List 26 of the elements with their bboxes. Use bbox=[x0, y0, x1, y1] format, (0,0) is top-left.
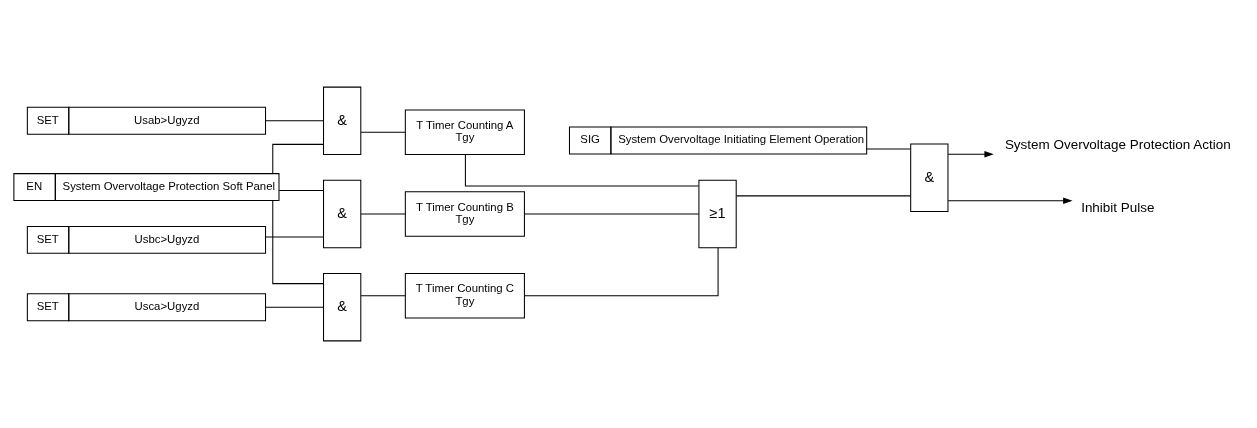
connector bbox=[272, 143, 324, 175]
connector bbox=[735, 195, 912, 197]
node-box: & bbox=[323, 86, 362, 155]
node-text: Inhibit Pulse bbox=[1081, 200, 1155, 216]
node-box: ≥1 bbox=[698, 179, 737, 249]
connector bbox=[360, 213, 406, 215]
node-box: T Timer Counting B Tgy bbox=[404, 191, 525, 237]
connector bbox=[278, 189, 324, 191]
arrow bbox=[947, 150, 994, 158]
connector bbox=[360, 131, 406, 133]
node-box: & bbox=[323, 273, 362, 342]
node-box: & bbox=[323, 179, 362, 249]
connector bbox=[265, 236, 324, 238]
connector bbox=[464, 154, 700, 187]
connector bbox=[524, 247, 719, 297]
connector bbox=[523, 213, 700, 215]
connector bbox=[360, 295, 406, 297]
node-box: T Timer Counting A Tgy bbox=[404, 109, 525, 155]
arrow bbox=[947, 197, 1073, 205]
connector bbox=[265, 306, 324, 308]
node-box: T Timer Counting C Tgy bbox=[404, 273, 525, 319]
node-box: & bbox=[910, 143, 949, 212]
node-text: System Overvoltage Protection Action bbox=[1004, 137, 1231, 153]
connector bbox=[865, 148, 912, 150]
connector bbox=[272, 200, 324, 285]
connector bbox=[265, 120, 324, 122]
